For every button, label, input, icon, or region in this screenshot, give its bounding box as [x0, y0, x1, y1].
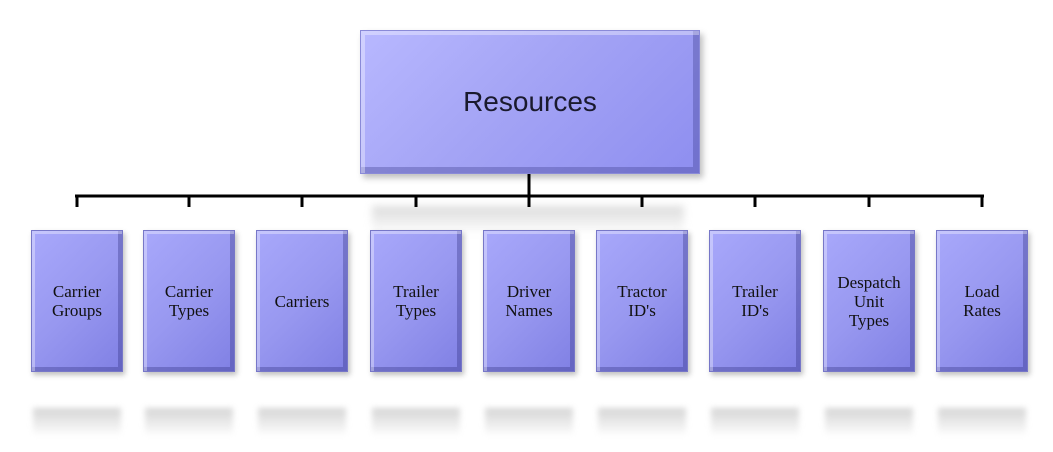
node-carriers[interactable]: Carriers — [256, 230, 348, 372]
node-tractor-ids[interactable]: Tractor ID's — [596, 230, 688, 372]
node-label: Load Rates — [963, 282, 1001, 320]
node-reflection — [711, 408, 799, 434]
node-trailer-ids[interactable]: Trailer ID's — [709, 230, 801, 372]
node-reflection — [145, 408, 233, 434]
node-reflection — [938, 408, 1026, 434]
node-label: Tractor ID's — [617, 282, 667, 320]
node-label: Carriers — [274, 291, 330, 311]
node-label: Trailer Types — [393, 282, 439, 320]
root-reflection — [372, 206, 684, 232]
node-label: Carrier Types — [164, 282, 214, 320]
node-label: Despatch Unit Types — [837, 272, 901, 330]
node-reflection — [33, 408, 121, 434]
node-carrier-types[interactable]: Carrier Types — [143, 230, 235, 372]
node-load-rates[interactable]: Load Rates — [936, 230, 1028, 372]
node-driver-names[interactable]: Driver Names — [483, 230, 575, 372]
node-trailer-types[interactable]: Trailer Types — [370, 230, 462, 372]
node-carrier-groups[interactable]: Carrier Groups — [31, 230, 123, 372]
root-node-resources[interactable]: Resources — [360, 30, 700, 174]
node-despatch-unit-types[interactable]: Despatch Unit Types — [823, 230, 915, 372]
node-reflection — [372, 408, 460, 434]
node-reflection — [258, 408, 346, 434]
node-reflection — [485, 408, 573, 434]
node-reflection — [598, 408, 686, 434]
root-node-label: Resources — [463, 86, 597, 117]
node-reflection — [825, 408, 913, 434]
node-label: Carrier Groups — [51, 282, 103, 320]
node-label: Trailer ID's — [732, 282, 778, 320]
node-label: Driver Names — [505, 282, 553, 320]
